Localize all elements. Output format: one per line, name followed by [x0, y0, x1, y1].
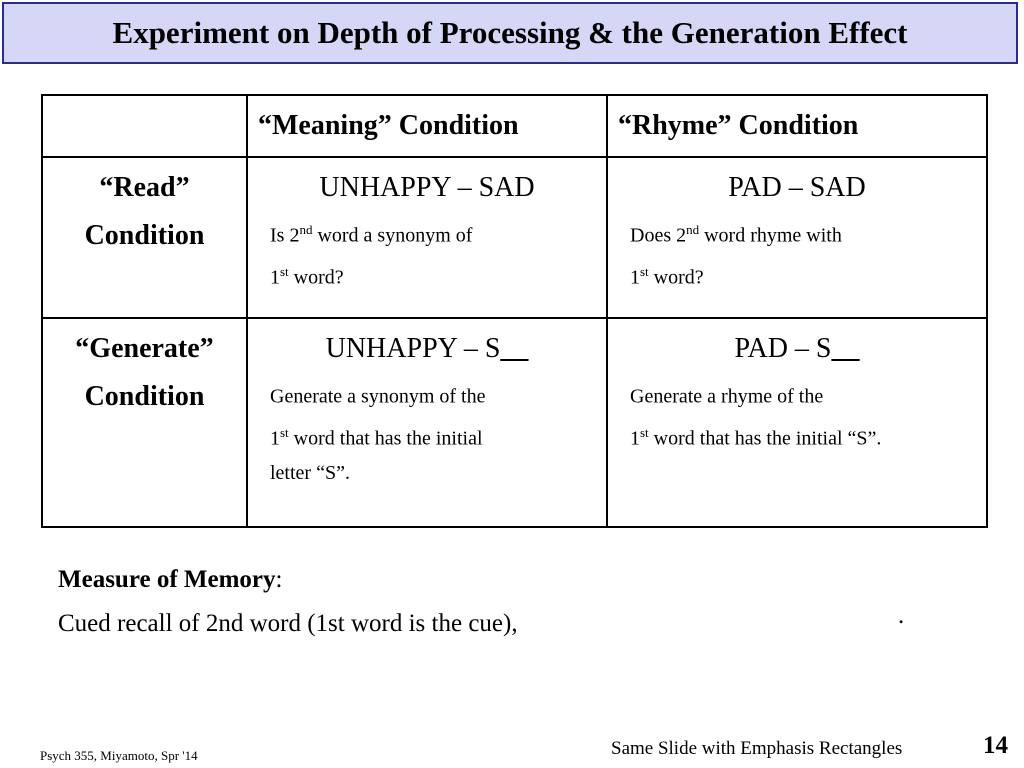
column-header-rhyme: “Rhyme” Condition	[606, 94, 988, 158]
word-pair: UNHAPPY – SAD	[248, 168, 606, 208]
word-pair-text: UNHAPPY – SAD	[319, 172, 535, 203]
cell-generate-rhyme: PAD – S__ Generate a rhyme of the 1st wo…	[606, 317, 988, 528]
instruction-text: Is 2nd word a synonym of 1st word?	[248, 212, 606, 295]
page-number: 14	[983, 732, 1008, 759]
row-header-read: “Read” Condition	[41, 156, 248, 319]
instruction-line1: Generate a rhyme of the	[630, 385, 824, 408]
table-header-row: “Meaning” Condition “Rhyme” Condition	[41, 94, 988, 158]
instruction-line1: Is 2nd word a synonym of	[270, 222, 473, 247]
measure-trailing-period: .	[898, 602, 905, 629]
slide-title: Experiment on Depth of Processing & the …	[112, 15, 908, 50]
corner-cell	[41, 94, 248, 158]
word-pair-blank: __	[831, 333, 860, 364]
row-header-line2: Condition	[84, 220, 205, 251]
instruction-line1: Does 2nd word rhyme with	[630, 222, 842, 247]
row-header-line1: “Generate”	[75, 333, 214, 364]
instruction-line2: 1st word?	[630, 263, 704, 289]
word-pair: UNHAPPY – S__	[248, 329, 606, 369]
conditions-table: “Meaning” Condition “Rhyme” Condition “R…	[41, 94, 988, 528]
instruction-text: Generate a synonym of the 1st word that …	[248, 373, 606, 491]
row-header-line2: Condition	[84, 381, 205, 412]
instruction-line2: 1st word that has the initial	[270, 424, 483, 450]
instruction-text: Generate a rhyme of the 1st word that ha…	[608, 373, 986, 456]
cell-generate-meaning: UNHAPPY – S__ Generate a synonym of the …	[246, 317, 608, 528]
word-pair-text: PAD – SAD	[728, 172, 866, 203]
table-row-read: “Read” Condition UNHAPPY – SAD Is 2nd wo…	[41, 156, 988, 319]
footer-course: Psych 355, Miyamoto, Spr '14	[40, 748, 198, 763]
instruction-line3: letter “S”.	[270, 462, 350, 485]
cell-read-meaning: UNHAPPY – SAD Is 2nd word a synonym of 1…	[246, 156, 608, 319]
measure-of-memory: Measure of Memory: Cued recall of 2nd wo…	[58, 558, 518, 646]
table-row-generate: “Generate” Condition UNHAPPY – S__ Gener…	[41, 317, 988, 528]
footer-caption: Same Slide with Emphasis Rectangles	[611, 738, 903, 759]
instruction-text: Does 2nd word rhyme with 1st word?	[608, 212, 986, 295]
measure-label: Measure of Memory	[58, 566, 276, 593]
instruction-line1: Generate a synonym of the	[270, 385, 486, 408]
title-banner: Experiment on Depth of Processing & the …	[2, 2, 1018, 64]
cell-read-rhyme: PAD – SAD Does 2nd word rhyme with 1st w…	[606, 156, 988, 319]
instruction-line2: 1st word that has the initial “S”.	[630, 424, 882, 450]
row-header-generate: “Generate” Condition	[41, 317, 248, 528]
measure-colon: :	[275, 566, 283, 593]
word-pair-text: UNHAPPY – S	[325, 333, 501, 364]
measure-heading: Measure of Memory:	[58, 558, 518, 602]
row-header-line1: “Read”	[99, 172, 190, 203]
measure-description: Cued recall of 2nd word (1st word is the…	[58, 610, 518, 637]
word-pair: PAD – SAD	[608, 168, 986, 208]
word-pair: PAD – S__	[608, 329, 986, 369]
instruction-line2: 1st word?	[270, 263, 344, 289]
word-pair-blank: __	[500, 333, 529, 364]
word-pair-text: PAD – S	[734, 333, 832, 364]
column-header-meaning: “Meaning” Condition	[246, 94, 608, 158]
